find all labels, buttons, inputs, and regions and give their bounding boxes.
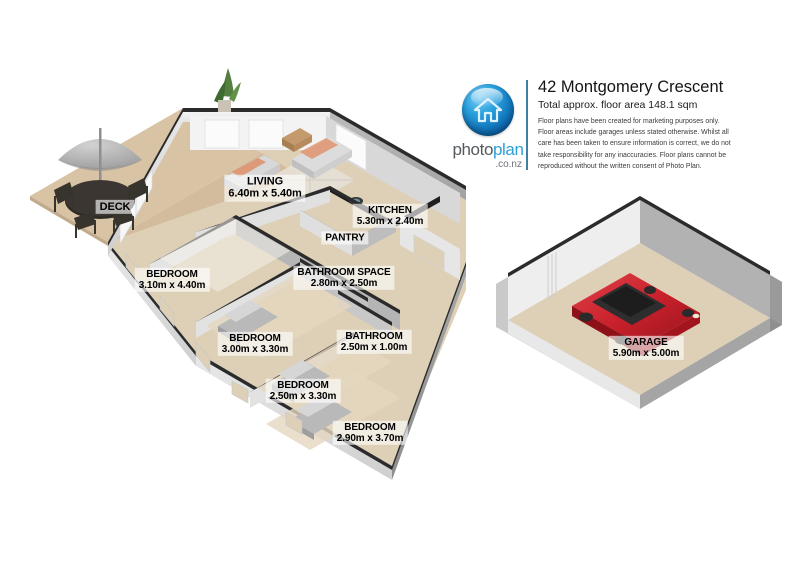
coffee-table-furniture bbox=[282, 128, 312, 152]
room-name: BEDROOM bbox=[146, 268, 198, 280]
wordmark-tld: .co.nz bbox=[495, 159, 522, 170]
room-dimensions: 6.40m x 5.40m bbox=[228, 188, 302, 200]
room-name: DECK bbox=[99, 200, 131, 213]
room-name: BATHROOM bbox=[345, 330, 403, 342]
room-name: BEDROOM bbox=[277, 379, 329, 391]
photoplan-wordmark: photoplan bbox=[452, 141, 523, 158]
armchair-furniture bbox=[292, 137, 352, 179]
room-dimensions: 3.10m x 4.40m bbox=[138, 280, 206, 291]
room-name: KITCHEN bbox=[368, 204, 412, 216]
branding-header: photoplan .co.nz 42 Montgomery Crescent … bbox=[452, 78, 742, 172]
room-label-deck: DECK bbox=[95, 199, 135, 215]
room-dimensions: 2.50m x 1.00m bbox=[340, 342, 408, 353]
house-structure bbox=[108, 68, 466, 480]
room-name: PANTRY bbox=[325, 232, 365, 244]
wordmark-plan: plan bbox=[493, 140, 524, 159]
floor-area-text: Total approx. floor area 148.1 sqm bbox=[538, 98, 698, 111]
page-title: 42 Montgomery Crescent bbox=[538, 78, 724, 96]
room-dimensions: 5.30m x 2.40m bbox=[356, 216, 424, 227]
room-name: LIVING bbox=[246, 175, 284, 188]
room-label-pantry: PANTRY bbox=[321, 231, 369, 245]
wordmark-photo: photo bbox=[452, 140, 493, 159]
room-dimensions: 2.80m x 2.50m bbox=[310, 278, 378, 289]
room-dimensions: 3.00m x 3.30m bbox=[221, 344, 289, 355]
room-name: GARAGE bbox=[624, 336, 668, 348]
room-name: BATHROOM SPACE bbox=[297, 266, 391, 278]
disclaimer-text: Floor plans have been created for market… bbox=[538, 117, 731, 170]
garage-structure bbox=[496, 196, 782, 409]
red-car-icon bbox=[572, 273, 700, 356]
room-dimensions: 2.90m x 3.70m bbox=[336, 433, 404, 444]
room-name: BEDROOM bbox=[229, 332, 281, 344]
room-name: BEDROOM bbox=[344, 421, 396, 433]
potted-plant-icon bbox=[214, 68, 241, 112]
room-dimensions: 5.90m x 5.00m bbox=[612, 348, 680, 359]
room-dimensions: 2.50m x 3.30m bbox=[269, 391, 337, 402]
header-divider bbox=[526, 80, 528, 170]
photoplan-logo: photoplan .co.nz bbox=[452, 78, 524, 170]
house-in-blue-circle-icon bbox=[462, 84, 514, 136]
